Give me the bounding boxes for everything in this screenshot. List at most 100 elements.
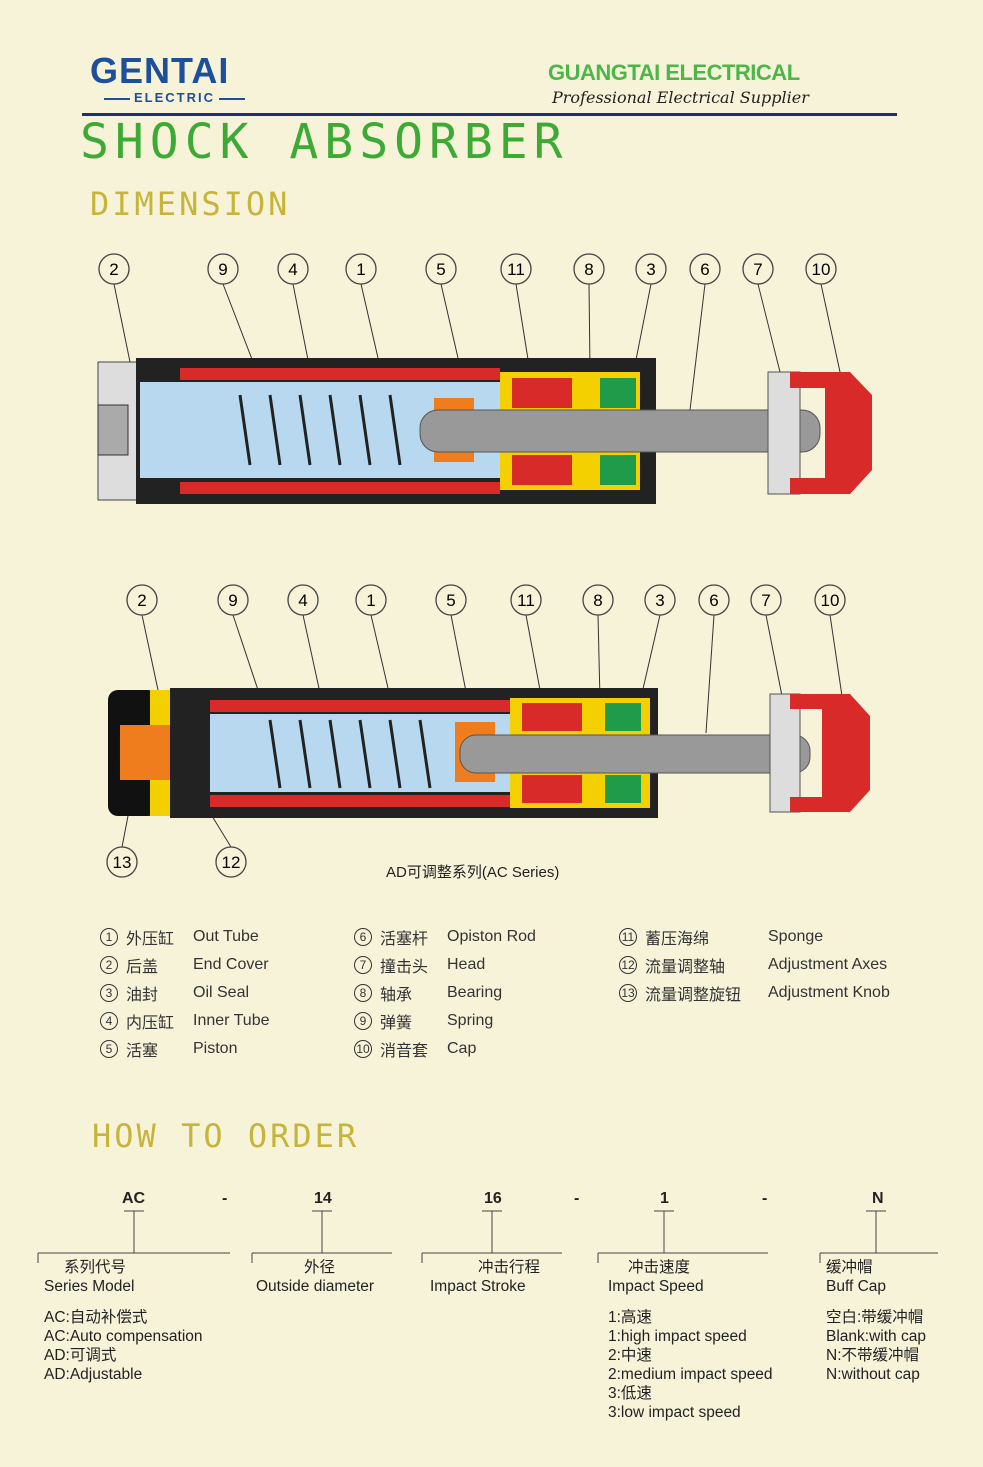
order-description-line xyxy=(826,1296,926,1308)
order-code-segment: 14 xyxy=(314,1190,332,1207)
legend-item: 9 弹簧 xyxy=(354,1010,412,1032)
order-description-line: 外径 xyxy=(304,1259,336,1276)
callout-circle xyxy=(814,584,846,616)
legend-number: 8 xyxy=(354,984,372,1002)
order-description-line: N:不带缓冲帽 xyxy=(826,1347,920,1364)
order-description-line: 1:高速 xyxy=(608,1309,652,1326)
diagram-2-caption: AD可调整系列(AC Series) xyxy=(386,864,559,881)
order-description-line: AD:Adjustable xyxy=(44,1366,143,1383)
callout-leader xyxy=(757,283,781,373)
legend-chinese-label: 内压缸 xyxy=(126,1015,175,1032)
callout-leader xyxy=(370,614,389,689)
callout-number: 8 xyxy=(593,591,602,610)
callout-leader xyxy=(113,283,131,363)
callout-number: 12 xyxy=(222,853,241,872)
callout-number: 13 xyxy=(113,853,132,872)
callout-circle xyxy=(635,253,667,285)
order-description-line: 3:low impact speed xyxy=(608,1404,741,1421)
section-title-how-to-order: HOW TO ORDER xyxy=(92,1117,360,1155)
callout-leader xyxy=(360,283,379,359)
order-description-line xyxy=(44,1296,203,1308)
callout-number: 6 xyxy=(709,591,718,610)
legend-chinese-label: 活塞 xyxy=(126,1043,159,1060)
callout-circle xyxy=(345,253,377,285)
callout-leader xyxy=(292,283,311,371)
legend-english-label: Adjustment Knob xyxy=(768,984,890,1001)
logo: GENTAI xyxy=(90,50,230,91)
legend-english-label: End Cover xyxy=(193,956,269,973)
legend-chinese-label: 弹簧 xyxy=(380,1015,413,1032)
order-description-line xyxy=(608,1296,773,1308)
callout-number: 6 xyxy=(700,260,709,279)
legend-chinese-label: 轴承 xyxy=(380,987,413,1004)
callout-circle xyxy=(750,584,782,616)
callout-number: 3 xyxy=(655,591,664,610)
callout-number: 9 xyxy=(228,591,237,610)
legend-chinese-label: 流量调整旋钮 xyxy=(645,987,742,1004)
logo-subtitle: ELECTRIC xyxy=(100,90,249,105)
legend-chinese-label: 外压缸 xyxy=(126,931,175,948)
order-description-line: 空白:带缓冲帽 xyxy=(826,1309,924,1326)
legend-number: 2 xyxy=(100,956,118,974)
order-description-line: Outside diameter xyxy=(256,1278,375,1295)
callout-circle xyxy=(698,584,730,616)
legend-number: 9 xyxy=(354,1012,372,1030)
callout-leader xyxy=(121,815,129,848)
callout-leader xyxy=(450,614,469,703)
page-title: SHOCK ABSORBER xyxy=(80,114,569,170)
order-code-segment: - xyxy=(574,1190,580,1207)
order-description-line: N:without cap xyxy=(826,1366,920,1383)
legend-chinese-label: 消音套 xyxy=(380,1043,429,1060)
callout-number: 7 xyxy=(753,260,762,279)
legend-english-label: Out Tube xyxy=(193,928,259,945)
callout-circle xyxy=(510,584,542,616)
callout-leader xyxy=(705,614,715,734)
section-title-dimension: DIMENSION xyxy=(90,185,291,223)
legend-number: 5 xyxy=(100,1040,118,1058)
callout-number: 11 xyxy=(517,591,535,610)
brand-name: GUANGTAI ELECTRICAL xyxy=(548,60,800,85)
callout-number: 2 xyxy=(109,260,118,279)
callout-circle xyxy=(207,253,239,285)
legend-number: 3 xyxy=(100,984,118,1002)
order-description-line: Buff Cap xyxy=(826,1278,887,1295)
order-description-line: 系列代号 xyxy=(64,1259,127,1276)
legend-item: 8 轴承 xyxy=(354,982,412,1004)
legend-english-label: Opiston Rod xyxy=(447,928,536,945)
order-code-segment: AC xyxy=(122,1190,146,1207)
diagram-2-body xyxy=(108,688,870,818)
header-divider xyxy=(82,113,897,116)
callout-leader xyxy=(765,614,783,697)
callout-number: 2 xyxy=(137,591,146,610)
order-code-segment: 1 xyxy=(660,1190,669,1207)
order-description-line: 缓冲帽 xyxy=(826,1259,873,1276)
order-description-line: 2:中速 xyxy=(608,1347,652,1364)
callout-circle xyxy=(435,584,467,616)
order-code-segment: - xyxy=(762,1190,768,1207)
callout-circle xyxy=(500,253,532,285)
legend-number: 11 xyxy=(619,928,637,946)
legend-number: 13 xyxy=(619,984,637,1002)
callout-leader xyxy=(689,283,706,411)
callout-circle xyxy=(425,253,457,285)
callout-leader xyxy=(302,614,323,703)
legend-chinese-label: 撞击头 xyxy=(380,959,429,976)
legend-number: 12 xyxy=(619,956,637,974)
callout-number: 5 xyxy=(446,591,455,610)
callout-number: 1 xyxy=(366,591,375,610)
order-description-line: AC:Auto compensation xyxy=(44,1328,203,1345)
callout-leader xyxy=(597,614,601,701)
callout-leader xyxy=(515,283,531,373)
